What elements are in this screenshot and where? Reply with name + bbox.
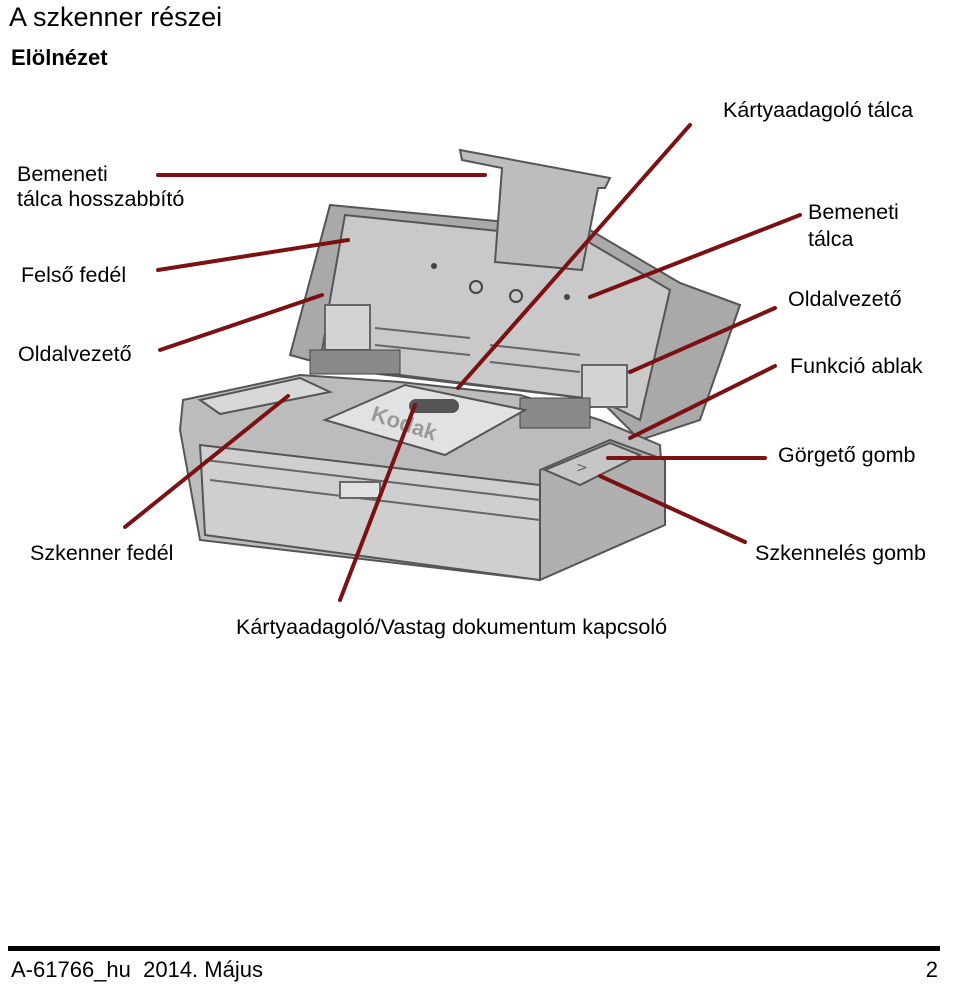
label-scroll-button: Görgető gomb — [778, 443, 916, 467]
footer-rule — [8, 946, 940, 951]
label-input-tray-line2: tálca — [808, 227, 854, 251]
label-side-guide-left: Oldalvezető — [18, 342, 132, 366]
footer-page-number: 2 — [925, 957, 938, 982]
footer-document-id: A-61766_hu 2014. Május — [11, 957, 263, 982]
label-input-tray-line1: Bemeneti — [808, 200, 899, 224]
label-input-tray-extender-line2: tálca hosszabbító — [17, 187, 185, 211]
label-function-window: Funkció ablak — [790, 354, 923, 378]
page-title: A szkenner részei — [9, 2, 223, 32]
input-tray-extender-illustration — [458, 148, 612, 272]
label-side-guide-right: Oldalvezető — [788, 287, 902, 311]
label-scan-button: Szkennelés gomb — [755, 541, 926, 565]
label-card-feeder-tray: Kártyaadagoló tálca — [723, 98, 914, 122]
label-input-tray-extender-line1: Bemeneti — [17, 162, 108, 186]
scan-button-arrow-icon: > — [576, 460, 588, 476]
label-top-cover: Felső fedél — [21, 263, 127, 287]
card-feeder-plate — [322, 383, 528, 457]
leader-lines — [123, 123, 802, 602]
label-scanner-cover: Szkenner fedél — [30, 541, 174, 565]
page-subtitle: Elölnézet — [11, 45, 108, 70]
label-card-feeder-switch: Kártyaadagoló/Vastag dokumentum kapcsoló — [236, 615, 668, 639]
